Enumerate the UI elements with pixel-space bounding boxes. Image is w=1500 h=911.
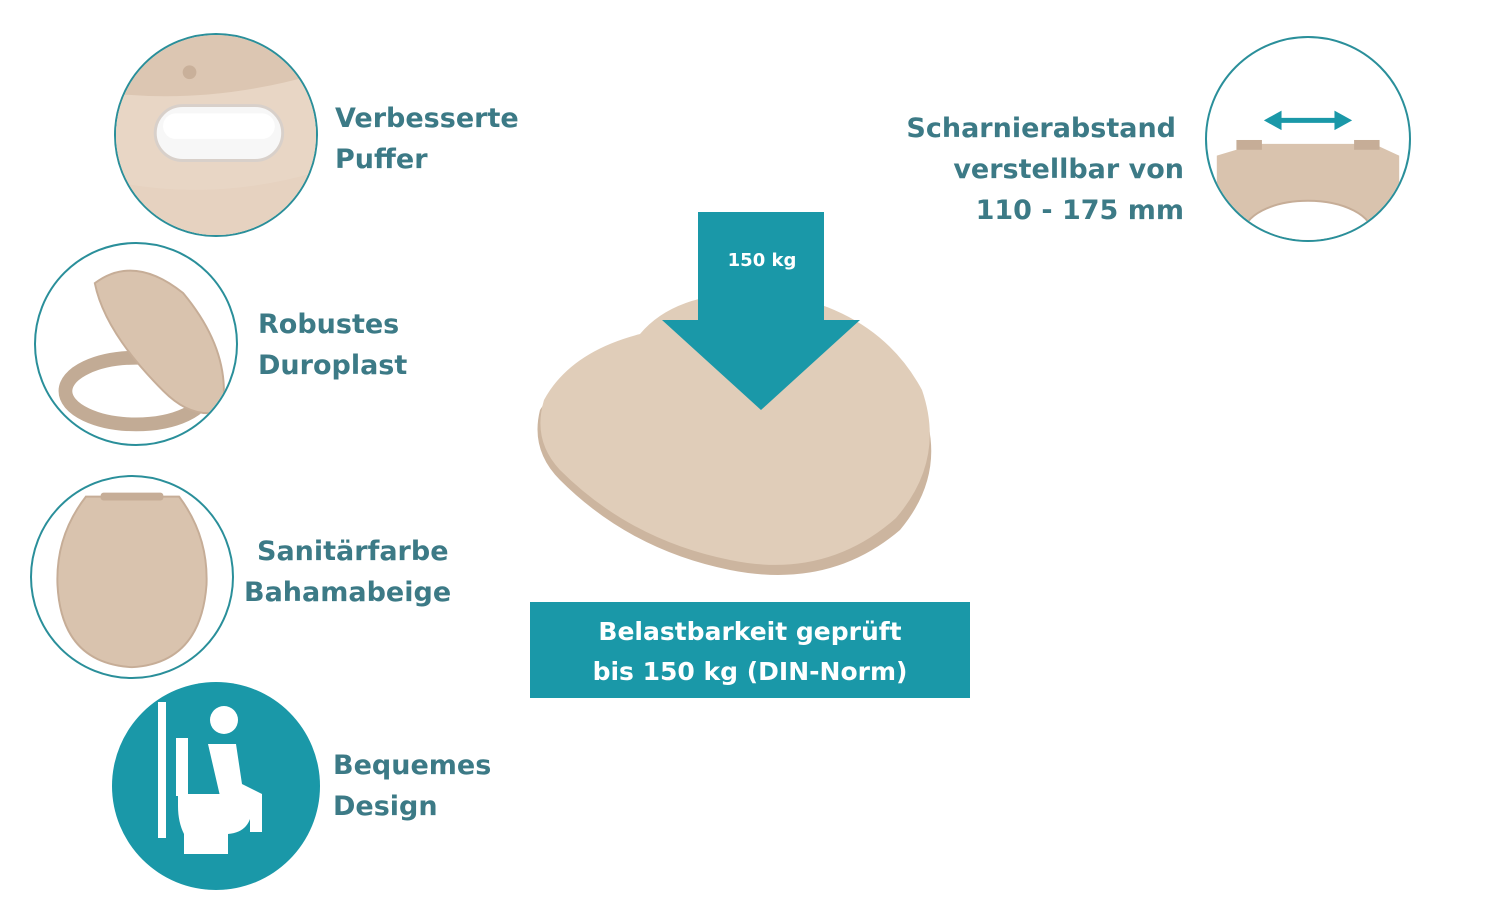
feature-line: Sanitärfarbe [257, 536, 449, 567]
feature-label-duroplast: Robustes Duroplast [258, 304, 407, 386]
seat-closed-icon [30, 475, 234, 679]
feature-line: Robustes [258, 309, 400, 340]
feature-line: Verbesserte [335, 103, 519, 134]
toilet-seat-image [537, 292, 932, 575]
feature-label-design: Bequemes Design [333, 745, 491, 827]
feature-label-buffer: Verbesserte Puffer [335, 98, 519, 180]
buffer-closeup-icon [114, 33, 318, 237]
hinge-line: Scharnierabstand [906, 113, 1176, 144]
hinge-adjust-icon [1205, 36, 1411, 242]
seat-open-icon [34, 242, 238, 446]
hinge-line: verstellbar von [953, 154, 1184, 185]
banner-line: bis 150 kg (DIN-Norm) [592, 657, 908, 686]
feature-line: Design [333, 791, 438, 822]
hinge-line: 110 - 175 mm [975, 195, 1184, 226]
feature-line: Duroplast [258, 350, 408, 381]
load-banner: Belastbarkeit geprüft bis 150 kg (DIN-No… [530, 602, 970, 698]
person-sitting-icon [112, 682, 320, 890]
feature-line: Bahamabeige [244, 577, 452, 608]
arrow-load-label: 150 kg [727, 250, 797, 271]
feature-line: Bequemes [333, 750, 492, 781]
feature-line: Puffer [335, 144, 428, 175]
down-arrow-icon [662, 212, 860, 410]
hinge-label: Scharnierabstand verstellbar von 110 - 1… [880, 108, 1184, 231]
feature-label-color: Sanitärfarbe Bahamabeige [244, 531, 451, 613]
banner-line: Belastbarkeit geprüft [598, 617, 902, 646]
